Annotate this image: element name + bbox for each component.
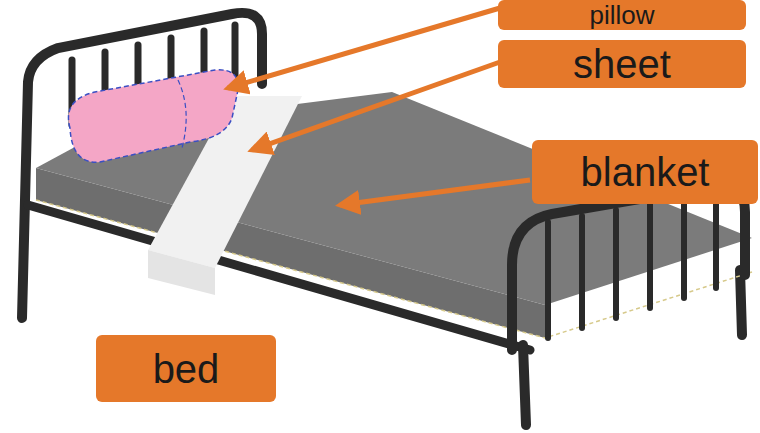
leader-arrows: [228, 8, 530, 205]
label-box: pillow: [498, 0, 746, 30]
part-label: blanket: [581, 152, 710, 192]
label-box: blanket: [532, 140, 758, 204]
label-box: bed: [96, 335, 276, 402]
part-label: sheet: [573, 44, 671, 84]
mattress-edge: [36, 200, 752, 338]
sheet-fold: [148, 250, 215, 295]
part-label: bed: [153, 349, 220, 389]
part-label: pillow: [589, 2, 654, 28]
footboard: [512, 186, 745, 350]
label-box: sheet: [498, 40, 746, 88]
pillow-shape: [68, 70, 238, 162]
